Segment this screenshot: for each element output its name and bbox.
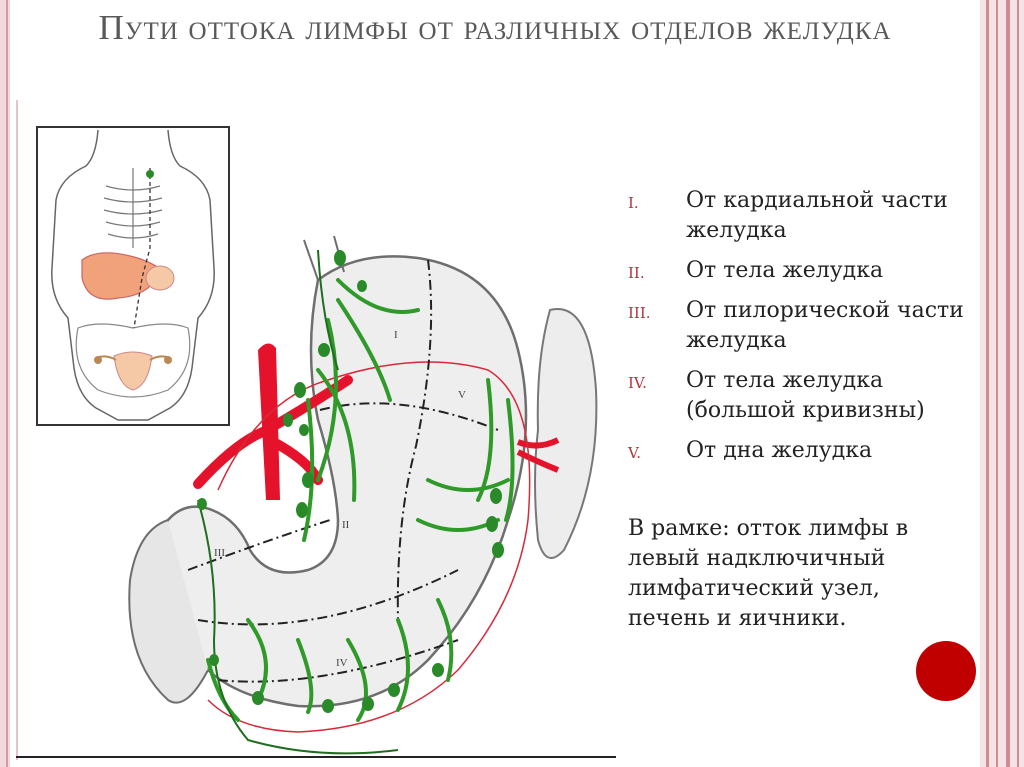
legend-text: От пилорической части желудка <box>686 298 964 353</box>
region-label-iii: III <box>214 547 225 559</box>
legend-text: От тела желудка (большой кривизны) <box>686 368 925 423</box>
legend-number: I. <box>628 194 639 212</box>
right-frame-edge <box>980 0 1024 767</box>
legend-number: II. <box>628 264 645 282</box>
legend-item: IV. От тела желудка (большой кривизны) <box>628 366 978 426</box>
body-outline-illustration <box>51 129 215 421</box>
stomach-lymph-diagram: I II III IV V <box>18 100 618 758</box>
inset-note: В рамке: отток лимфы в левый надключичны… <box>628 516 909 631</box>
region-label-i: I <box>394 329 398 341</box>
legend-item: I. От кардиальной части желудка <box>628 186 978 246</box>
region-boundaries <box>187 259 499 683</box>
lymph-trunks <box>197 249 399 755</box>
stomach-illustration: I II III IV V <box>128 235 598 755</box>
lymph-vessels <box>206 278 515 722</box>
body-inset-frame <box>36 126 230 426</box>
spleen-shape <box>534 308 598 559</box>
lymph-duct-path <box>133 168 151 329</box>
region-label-iv: IV <box>336 657 348 669</box>
legend-item: II. От тела желудка <box>628 256 978 286</box>
legend-number: V. <box>628 444 641 462</box>
legend-text: От кардиальной части желудка <box>686 188 948 243</box>
slide-title: Пути оттока лимфы от различных отделов ж… <box>98 8 892 47</box>
spine <box>103 168 163 248</box>
content-border <box>16 100 18 760</box>
left-frame-edge <box>0 0 10 767</box>
accent-dot <box>916 641 976 701</box>
legend-number: III. <box>628 304 651 322</box>
figure-baseline <box>16 756 616 758</box>
aorta-shape <box>258 343 280 500</box>
legend-number: IV. <box>628 374 647 392</box>
legend-item: III. От пилорической части желудка <box>628 296 978 356</box>
legend-text: От тела желудка <box>686 258 884 283</box>
duodenum-shape <box>128 519 209 704</box>
region-label-v: V <box>458 389 466 401</box>
region-legend: I. От кардиальной части желудка II. От т… <box>628 186 978 476</box>
legend-text: От дна желудка <box>686 438 873 463</box>
lymph-nodes <box>197 250 504 713</box>
legend-item: V. От дна желудка <box>628 436 978 466</box>
region-label-ii: II <box>342 519 350 531</box>
region-numerals: I II III IV V <box>214 329 466 669</box>
